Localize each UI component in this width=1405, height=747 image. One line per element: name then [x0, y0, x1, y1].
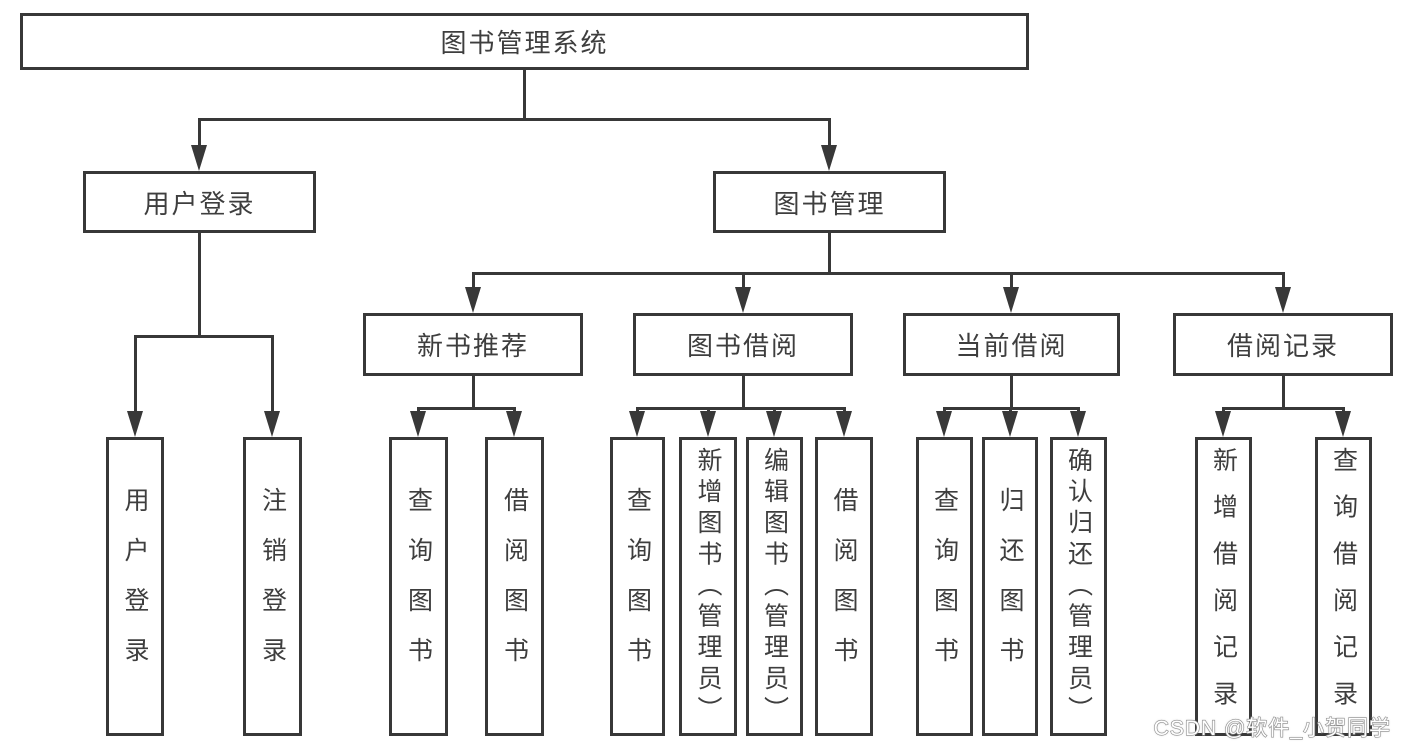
- connector-line: [741, 272, 745, 293]
- node-label-borrow-records: 借阅记录: [1226, 331, 1339, 361]
- node-leaf-edit-books: 编辑图书（管理员）: [746, 437, 803, 736]
- arrowhead-icon: [766, 411, 782, 437]
- connector-line: [1281, 376, 1285, 410]
- node-label-leaf-add-borrow-record: 新增借阅记录: [1209, 446, 1238, 727]
- node-borrow-records: 借阅记录: [1173, 313, 1393, 376]
- node-label-leaf-query-books-rec: 查询图书: [404, 486, 433, 687]
- node-leaf-confirm-return: 确认归还（管理员）: [1050, 437, 1107, 736]
- node-label-current-borrow: 当前借阅: [955, 331, 1068, 361]
- node-label-leaf-user-login: 用户登录: [121, 486, 149, 687]
- arrowhead-icon: [1070, 411, 1086, 437]
- arrowhead-icon: [464, 287, 481, 313]
- connector-line: [828, 233, 831, 275]
- connector-line: [741, 376, 745, 410]
- connector-rail: [198, 118, 831, 121]
- arrowhead-icon: [126, 411, 143, 437]
- connector-rail: [636, 407, 846, 410]
- node-label-leaf-return-books: 归还图书: [996, 486, 1024, 687]
- connector-line: [133, 335, 137, 417]
- connector-line: [523, 70, 526, 121]
- connector-line: [828, 118, 831, 151]
- arrowhead-icon: [191, 145, 207, 171]
- connector-rail: [133, 335, 274, 338]
- node-label-leaf-borrow-books: 借阅图书: [830, 486, 858, 687]
- connector-line: [471, 376, 475, 410]
- arrowhead-icon: [821, 145, 837, 171]
- node-label-leaf-confirm-return: 确认归还（管理员）: [1064, 446, 1093, 727]
- node-user-login: 用户登录: [83, 171, 316, 233]
- arrowhead-icon: [264, 411, 280, 437]
- node-label-book-mgmt: 图书管理: [773, 188, 886, 219]
- arrowhead-icon: [1215, 411, 1231, 437]
- node-new-book-rec: 新书推荐: [363, 313, 583, 376]
- node-root: 图书管理系统: [20, 13, 1029, 70]
- node-leaf-query-books-current: 查询图书: [916, 437, 973, 736]
- connector-rail: [417, 407, 516, 410]
- node-leaf-query-books-rec: 查询图书: [389, 437, 448, 736]
- arrowhead-icon: [1274, 287, 1291, 313]
- arrowhead-icon: [629, 411, 645, 437]
- connector-line: [1010, 272, 1013, 293]
- node-label-new-book-rec: 新书推荐: [416, 331, 529, 361]
- node-label-leaf-query-books-borrow: 查询图书: [623, 486, 652, 687]
- arrowhead-icon: [936, 411, 952, 437]
- node-leaf-return-books: 归还图书: [982, 437, 1038, 736]
- connector-line: [1010, 376, 1013, 410]
- node-label-leaf-query-borrow-record: 查询借阅记录: [1329, 446, 1358, 727]
- arrowhead-icon: [1003, 287, 1019, 313]
- arrowhead-icon: [506, 411, 522, 437]
- node-leaf-query-books-borrow: 查询图书: [610, 437, 665, 736]
- node-current-borrow: 当前借阅: [903, 313, 1120, 376]
- arrowhead-icon: [699, 411, 716, 437]
- node-leaf-add-books: 新增图书（管理员）: [679, 437, 737, 736]
- connector-line: [1281, 272, 1285, 293]
- connector-rail: [943, 407, 1080, 410]
- node-leaf-add-borrow-record: 新增借阅记录: [1195, 437, 1252, 736]
- arrowhead-icon: [410, 411, 426, 437]
- node-label-leaf-edit-books: 编辑图书（管理员）: [760, 446, 789, 727]
- node-leaf-logout: 注销登录: [243, 437, 302, 736]
- node-label-leaf-borrow-books-rec: 借阅图书: [500, 486, 529, 687]
- arrowhead-icon: [835, 411, 852, 437]
- node-leaf-borrow-books-rec: 借阅图书: [485, 437, 544, 736]
- node-leaf-query-borrow-record: 查询借阅记录: [1315, 437, 1372, 736]
- watermark: CSDN @软件_小贺同学: [1153, 716, 1391, 740]
- connector-line: [471, 272, 475, 293]
- node-label-book-borrow: 图书借阅: [686, 331, 799, 361]
- node-label-leaf-logout: 注销登录: [258, 486, 287, 687]
- node-book-borrow: 图书借阅: [633, 313, 853, 376]
- connector-line: [271, 335, 274, 417]
- node-label-leaf-query-books-current: 查询图书: [930, 486, 959, 687]
- arrowhead-icon: [1335, 411, 1351, 437]
- arrowhead-icon: [1001, 411, 1018, 437]
- arrowhead-icon: [734, 287, 751, 313]
- node-leaf-borrow-books: 借阅图书: [815, 437, 873, 736]
- connector-line: [198, 118, 201, 151]
- connector-rail: [471, 272, 1285, 275]
- connector-rail: [1222, 407, 1345, 410]
- node-label-user-login: 用户登录: [143, 188, 256, 219]
- node-book-mgmt: 图书管理: [713, 171, 946, 233]
- node-label-root: 图书管理系统: [440, 28, 609, 58]
- node-leaf-user-login: 用户登录: [106, 437, 164, 736]
- node-label-leaf-add-books: 新增图书（管理员）: [694, 446, 722, 727]
- connector-line: [198, 233, 201, 338]
